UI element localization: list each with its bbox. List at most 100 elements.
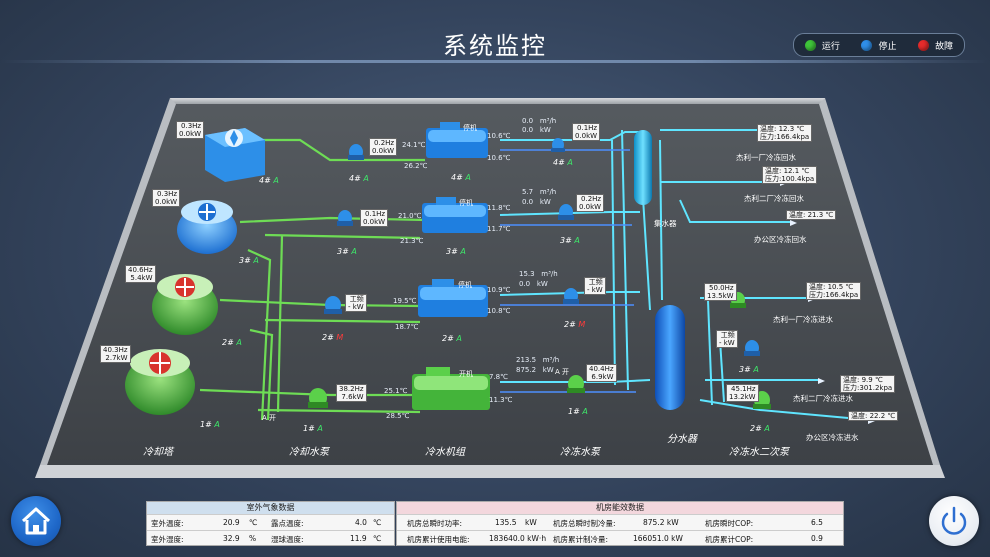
chilled-pump-1[interactable]: [567, 375, 585, 393]
energy-row-2: 机房累计使用电能: 183640.0 kW·h 机房累计制冷量: 166051.…: [397, 530, 843, 546]
fault-dot-icon: [918, 39, 930, 51]
chiller-4-evap-in: 10.6℃: [487, 132, 511, 140]
legend-fault: 故障: [918, 39, 953, 52]
return-3-name: 办公区冷冻回水: [754, 235, 807, 244]
chiller-3-cond-in: 21.0℃: [398, 212, 422, 220]
secondary-pump-3[interactable]: [744, 340, 760, 356]
section-distributor: 分水器: [667, 434, 697, 445]
energy-table: 机房能效数据 机房总瞬时功率: 135.5 kW 机房总瞬时制冷量: 875.2…: [396, 501, 844, 546]
energy-row-1: 机房总瞬时功率: 135.5 kW 机房总瞬时制冷量: 875.2 kW 机房瞬…: [397, 514, 843, 530]
cooling-pump-1[interactable]: [308, 388, 328, 408]
legend-running: 运行: [804, 39, 840, 52]
cooling-pump-4[interactable]: [348, 144, 364, 160]
section-cooling-pump: 冷却水泵: [289, 447, 329, 458]
chilled-pump-4-id: 4# A: [553, 158, 573, 167]
chiller-2-cond-out: 18.7℃: [395, 323, 419, 331]
cooling-tower-2[interactable]: [152, 274, 218, 335]
power-button[interactable]: [929, 496, 979, 546]
chiller-3-power: 0.0 kW: [522, 198, 551, 206]
secondary-pump-2-id: 2# A: [750, 424, 770, 433]
chiller-2-state: 停机: [458, 281, 472, 289]
cooling-pump-2-id: 2# M: [322, 333, 344, 342]
chiller-4-cond-in: 24.1℃: [402, 141, 426, 149]
chilled-pump-2-readout: 工频- kW: [584, 277, 606, 295]
chiller-3-id: 3# A: [446, 247, 466, 256]
section-cooling-tower: 冷却塔: [143, 447, 173, 458]
home-button[interactable]: [11, 496, 61, 546]
chilled-pump-3-id: 3# A: [560, 236, 580, 245]
weather-row-1: 室外温度: 20.9 ℃ 露点温度: 4.0 ℃: [147, 514, 394, 530]
section-chiller: 冷水机组: [425, 447, 465, 458]
chilled-pump-3[interactable]: [558, 204, 574, 220]
chiller-2-id: 2# A: [442, 334, 462, 343]
chiller-3-evap-out: 11.7℃: [487, 225, 511, 233]
chiller-1-cond-in: 25.1℃: [384, 387, 408, 395]
cooling-pump-3-id: 3# A: [337, 247, 357, 256]
weather-table: 室外气象数据 室外温度: 20.9 ℃ 露点温度: 4.0 ℃ 室外湿度: 32…: [146, 501, 395, 546]
home-icon: [21, 507, 51, 535]
chiller-3-flow: 5.7 m³/h: [522, 188, 557, 196]
chilled-pump-1-id: 1# A: [568, 407, 588, 416]
status-legend: 运行 停止 故障: [793, 33, 965, 57]
chiller-3[interactable]: [422, 197, 488, 233]
chiller-1[interactable]: [412, 367, 490, 410]
chiller-1-evap-in: 7.8℃: [489, 373, 508, 381]
section-secondary-pump: 冷冻水二次泵: [729, 447, 789, 458]
stopped-dot-icon: [861, 39, 873, 51]
return-1-name: 杰利一厂冷冻回水: [736, 153, 796, 162]
supply-2-name: 杰利二厂冷冻进水: [793, 394, 853, 403]
weather-row-2: 室外湿度: 32.9 % 湿球温度: 11.9 ℃: [147, 530, 394, 546]
tower-valve-switch[interactable]: A 开: [262, 414, 277, 422]
chiller-4-id: 4# A: [451, 173, 471, 182]
weather-title: 室外气象数据: [147, 502, 394, 514]
chiller-4[interactable]: [426, 122, 488, 158]
section-chilled-pump: 冷冻水泵: [560, 447, 600, 458]
tower-4-id: 4# A: [259, 176, 279, 185]
supply-3-readout: 温度: 22.2 ℃: [848, 411, 899, 421]
chiller-1-power: 875.2 kW: [516, 366, 554, 374]
collector-tank[interactable]: [634, 130, 652, 205]
power-icon: [941, 506, 967, 535]
chiller-2[interactable]: [418, 279, 488, 317]
chiller-2-evap-out: 10.8℃: [487, 307, 511, 315]
cooling-tower-1[interactable]: [125, 349, 195, 415]
cooling-pump-1-id: 1# A: [303, 424, 323, 433]
energy-title: 机房能效数据: [397, 502, 843, 514]
cooling-tower-3[interactable]: [177, 200, 237, 254]
chiller-1-evap-out: 11.3℃: [489, 396, 513, 404]
return-2-name: 杰利二厂冷冻回水: [744, 194, 804, 203]
tower-1-id: 1# A: [200, 420, 220, 429]
chiller-4-cond-out: 26.2℃: [404, 162, 428, 170]
chiller-4-flow: 0.0 m³/h: [522, 117, 557, 125]
secondary-pump-3-id: 3# A: [739, 365, 759, 374]
cooling-pump-2[interactable]: [324, 296, 342, 314]
collector-label: 集水器: [654, 219, 677, 228]
tower-3-id: 3# A: [239, 256, 259, 265]
chiller-2-flow: 15.3 m³/h: [519, 270, 558, 278]
cooling-pump-3[interactable]: [337, 210, 353, 226]
chiller-1-cond-out: 28.5℃: [386, 412, 410, 420]
return-3-readout: 温度: 21.3 ℃: [786, 210, 837, 220]
supply-3-name: 办公区冷冻进水: [806, 433, 859, 442]
chilled-pump-4[interactable]: [551, 138, 565, 152]
chiller-1-switch[interactable]: A 开: [555, 368, 570, 376]
chiller-2-evap-in: 10.9℃: [487, 286, 511, 294]
chilled-pump-2[interactable]: [563, 288, 579, 304]
distributor-tank[interactable]: [655, 305, 685, 410]
chiller-1-flow: 213.5 m³/h: [516, 356, 560, 364]
cooling-tower-4[interactable]: [205, 128, 265, 182]
supply-1-name: 杰利一厂冷冻进水: [773, 315, 833, 324]
